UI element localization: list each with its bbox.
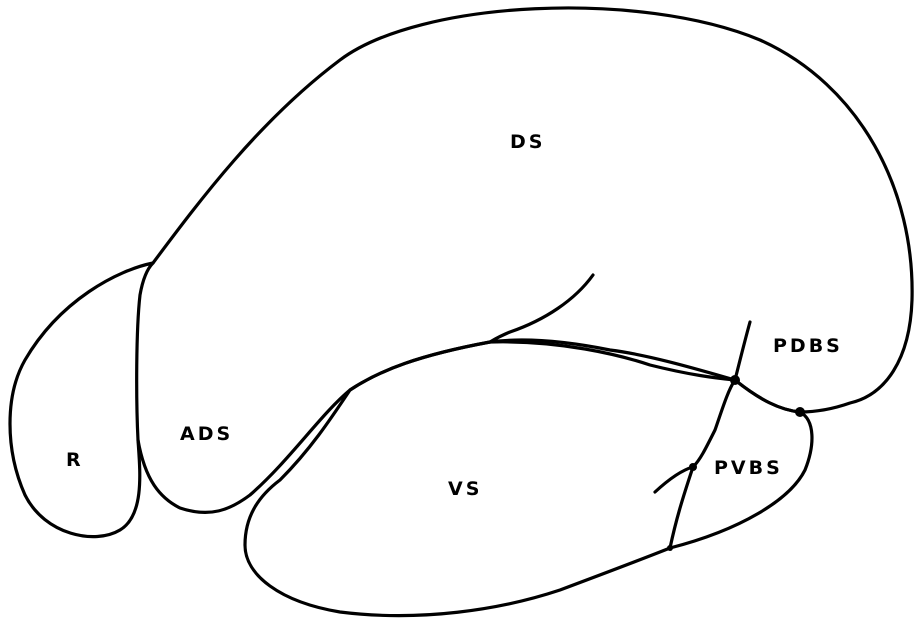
label-r: R [66,449,84,471]
region-pdbs-divider [735,322,750,380]
label-ads: ADS [180,423,233,445]
label-pdbs: PDBS [773,335,843,357]
junction-dot [667,545,673,551]
junction-dot [795,407,805,417]
label-vs: VS [448,478,482,500]
region-vs-outline [245,342,735,616]
label-ds: DS [510,131,545,153]
region-ds-inner-fold [490,275,593,342]
junction-dot [689,463,697,471]
region-r-outline [10,263,153,537]
region-ds-outline [138,8,912,512]
junction-dot [730,375,740,385]
label-pvbs: PVBS [714,457,783,479]
